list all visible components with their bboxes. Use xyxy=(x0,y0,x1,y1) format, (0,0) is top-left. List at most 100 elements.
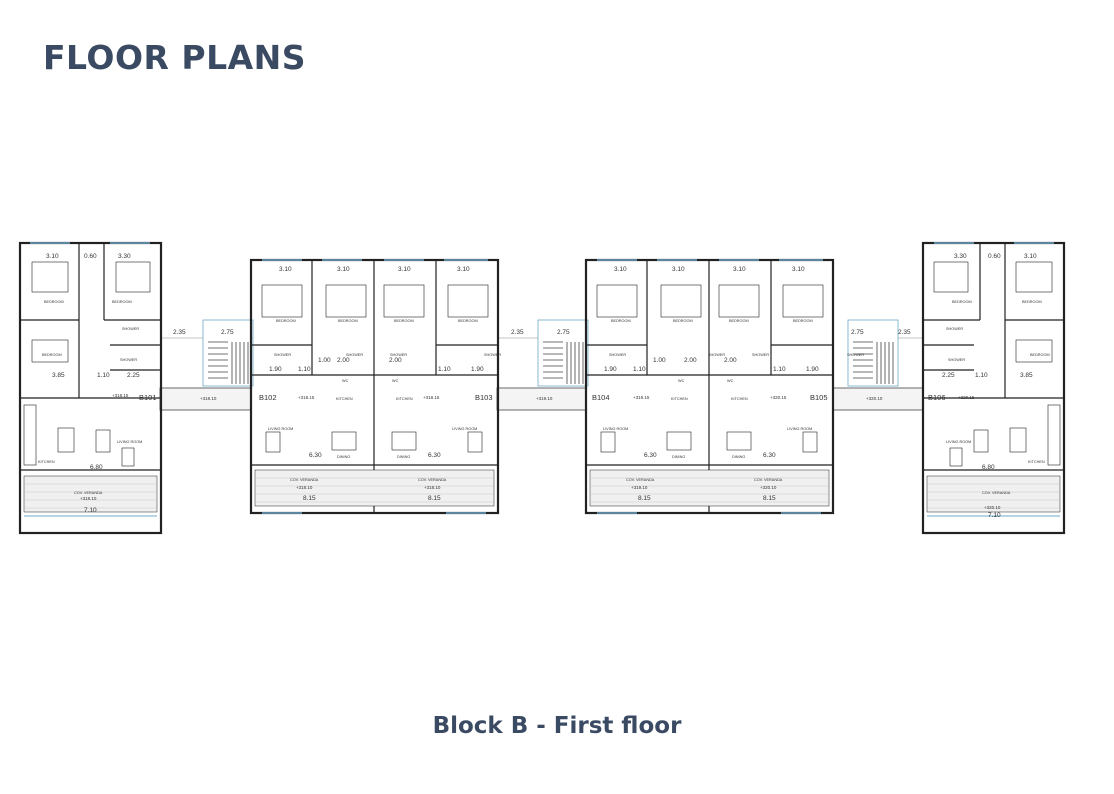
room-shower: SHOWER xyxy=(122,327,139,331)
room-kitchen: KITCHEN xyxy=(671,397,688,401)
window-marks xyxy=(30,242,1054,514)
dimension-label: 2.75 xyxy=(851,329,864,336)
dimension-label: 2.00 xyxy=(724,357,737,364)
building-middle-right xyxy=(584,258,835,515)
room-living: LIVING ROOM xyxy=(452,427,477,431)
dimension-label: 1.10 xyxy=(773,366,786,373)
dimension-label: 3.85 xyxy=(1020,372,1033,379)
unit-label-b106: B106 xyxy=(928,393,946,402)
room-shower: SHOWER xyxy=(948,358,965,362)
room-bedroom: BEDROOM xyxy=(458,319,478,323)
room-bedroom: BEDROOM xyxy=(338,319,358,323)
dimension-label: 3.10 xyxy=(614,266,627,273)
room-bedroom: BEDROOM xyxy=(394,319,414,323)
stair-3 xyxy=(847,319,899,387)
dimension-label: 3.10 xyxy=(1024,253,1037,260)
room-bedroom: BEDROOM xyxy=(611,319,631,323)
room-bedroom: BEDROOM xyxy=(1022,300,1042,304)
veranda-level-b104: +319.10 xyxy=(631,485,648,490)
veranda-width-b104: 8.15 xyxy=(638,495,651,502)
room-bedroom: BEDROOM xyxy=(1030,353,1050,357)
veranda-level-b106: +320.10 xyxy=(984,505,1001,510)
page-title: FLOOR PLANS xyxy=(43,38,307,77)
room-bedroom: BEDROOM xyxy=(673,319,693,323)
veranda-width-b103: 8.15 xyxy=(428,495,441,502)
dimension-label: 3.85 xyxy=(52,372,65,379)
dimension-label: 3.30 xyxy=(954,253,967,260)
room-shower: SHOWER xyxy=(946,327,963,331)
room-wc: WC xyxy=(678,379,685,383)
level-b104: +319.15 xyxy=(633,395,650,400)
level-b103: +318.15 xyxy=(423,395,440,400)
unit-label-b101: B101 xyxy=(139,393,157,402)
room-shower: SHOWER xyxy=(274,353,291,357)
level-b105: +320.15 xyxy=(770,395,787,400)
veranda-level-b103: +318.10 xyxy=(424,485,441,490)
dimension-label: 0.60 xyxy=(988,253,1001,260)
room-kitchen: KITCHEN xyxy=(1028,460,1045,464)
dimension-label: 3.10 xyxy=(279,266,292,273)
plan-caption: Block B - First floor xyxy=(432,713,682,739)
room-dining: DINING xyxy=(672,455,685,459)
room-kitchen: KITCHEN xyxy=(38,460,55,464)
room-dining: DINING xyxy=(337,455,350,459)
unit-label-b103: B103 xyxy=(475,393,493,402)
room-veranda: COV. VERANDA xyxy=(754,478,783,482)
dimension-label: 2.75 xyxy=(221,329,234,336)
dimension-label: 1.10 xyxy=(633,366,646,373)
veranda-level-b102: +318.10 xyxy=(296,485,313,490)
dimension-label: 3.10 xyxy=(672,266,685,273)
room-kitchen: KITCHEN xyxy=(731,397,748,401)
room-bedroom: BEDROOM xyxy=(729,319,749,323)
room-kitchen: KITCHEN xyxy=(336,397,353,401)
room-dining: DINING xyxy=(397,455,410,459)
room-kitchen: KITCHEN xyxy=(396,397,413,401)
dimension-label: 3.10 xyxy=(792,266,805,273)
dimension-label: 1.10 xyxy=(298,366,311,373)
dimension-label: 1.10 xyxy=(975,372,988,379)
room-veranda: COV. VERANDA xyxy=(982,491,1011,495)
level-b101: +318.15 xyxy=(112,393,129,398)
dimension-label: 2.75 xyxy=(557,329,570,336)
level-b106: +320.15 xyxy=(958,395,975,400)
living-width-b104: 6.30 xyxy=(644,452,657,459)
living-width-b101: 6.80 xyxy=(90,464,103,471)
dimension-label: 1.00 xyxy=(318,357,331,364)
room-wc: WC xyxy=(342,379,349,383)
room-living: LIVING ROOM xyxy=(268,427,293,431)
room-shower: SHOWER xyxy=(346,353,363,357)
stair-1 xyxy=(202,319,254,387)
dimension-label: 1.90 xyxy=(269,366,282,373)
room-shower: SHOWER xyxy=(484,353,501,357)
building-middle-left xyxy=(249,258,500,515)
room-veranda: COV. VERANDA xyxy=(626,478,655,482)
unit-label-b104: B104 xyxy=(592,393,610,402)
level-b102: +318.15 xyxy=(298,395,315,400)
room-bedroom: BEDROOM xyxy=(952,300,972,304)
dimension-label: 1.10 xyxy=(438,366,451,373)
room-veranda: COV. VERANDA xyxy=(74,491,103,495)
corridor-level-2: +319.10 xyxy=(536,396,553,401)
dimension-label: 3.10 xyxy=(337,266,350,273)
veranda-level-b105: +320.10 xyxy=(760,485,777,490)
veranda-width-b106: 7.10 xyxy=(988,512,1001,519)
room-dining: DINING xyxy=(732,455,745,459)
veranda-width-b105: 8.15 xyxy=(763,495,776,502)
room-living: LIVING ROOM xyxy=(787,427,812,431)
room-living: LIVING ROOM xyxy=(117,440,142,444)
stair-2 xyxy=(537,319,589,387)
living-width-b102: 6.30 xyxy=(309,452,322,459)
room-bedroom: BEDROOM xyxy=(276,319,296,323)
room-living: LIVING ROOM xyxy=(946,440,971,444)
dimension-label: 3.30 xyxy=(118,253,131,260)
room-shower: SHOWER xyxy=(752,353,769,357)
room-shower: SHOWER xyxy=(609,353,626,357)
veranda-level-b101: +318.10 xyxy=(80,496,97,501)
dimension-label: 2.35 xyxy=(511,329,524,336)
room-veranda: COV. VERANDA xyxy=(418,478,447,482)
room-bedroom: BEDROOM xyxy=(42,353,62,357)
unit-label-b105: B105 xyxy=(810,393,828,402)
dimension-label: 2.35 xyxy=(898,329,911,336)
corridor-level-3: +320.10 xyxy=(866,396,883,401)
